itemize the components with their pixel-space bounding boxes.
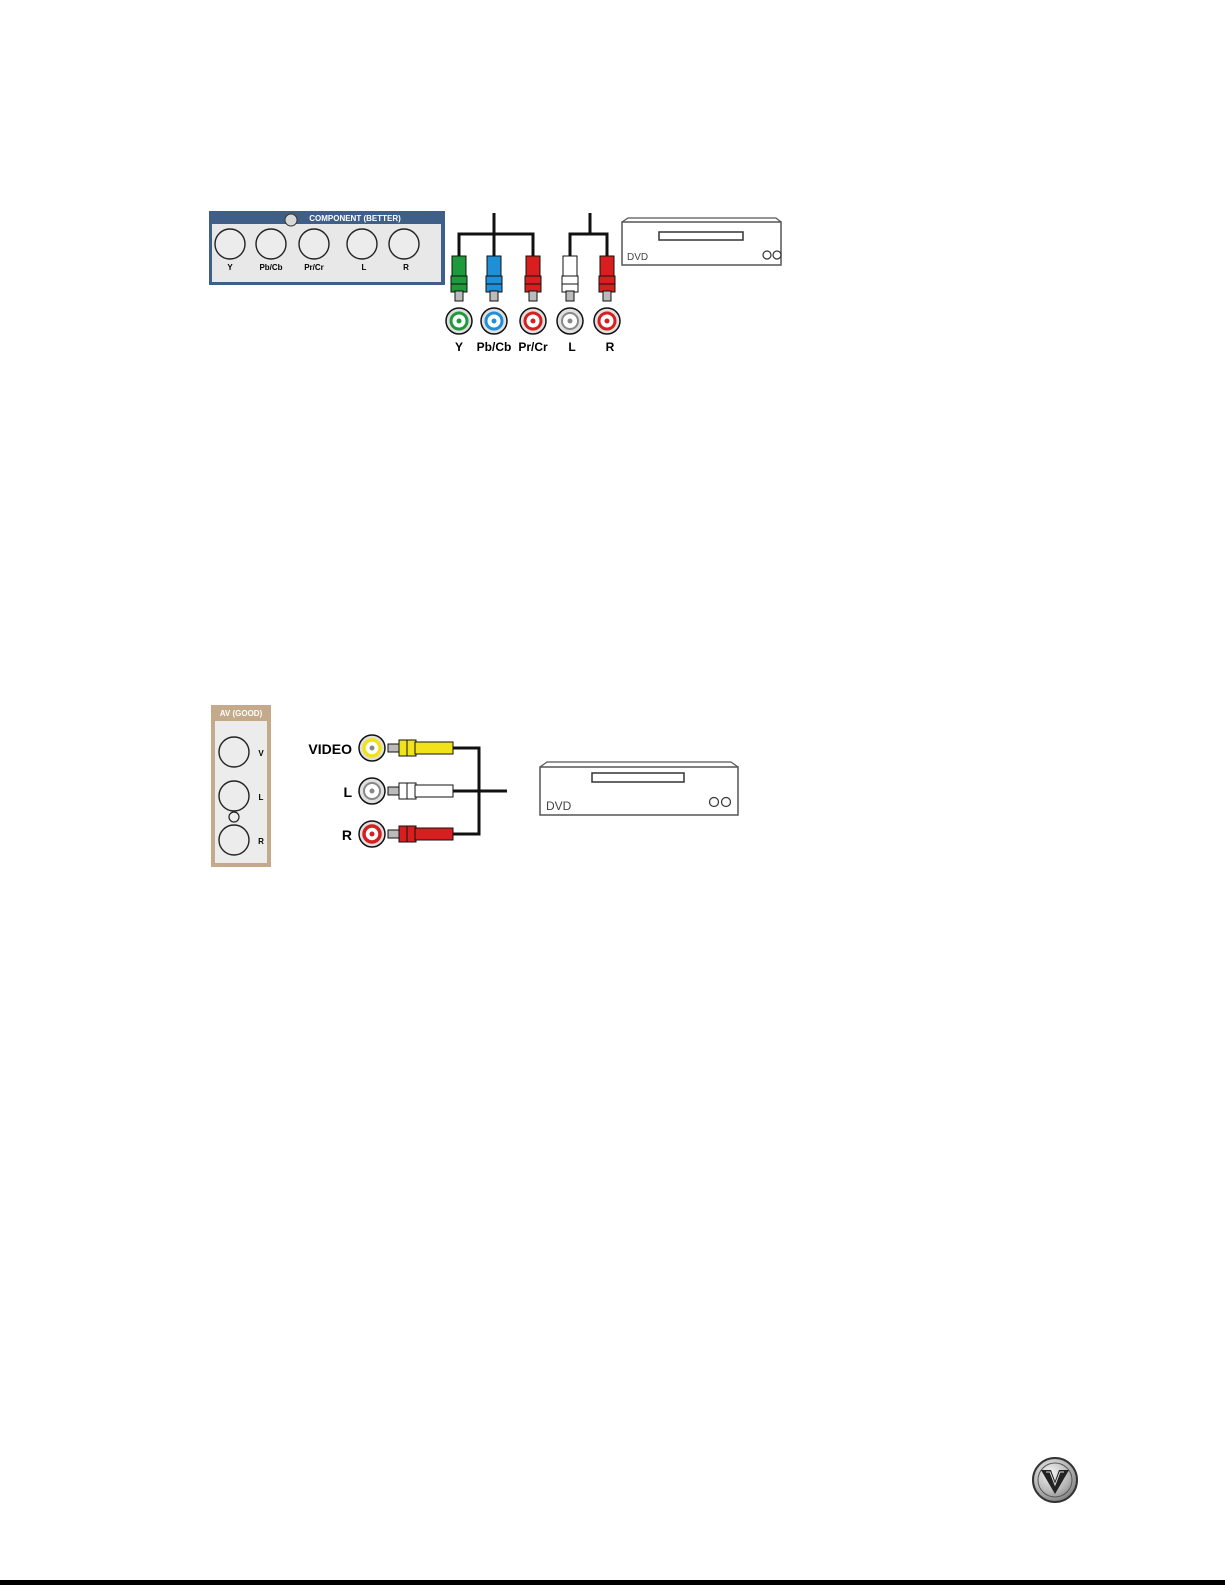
av-plug-white	[359, 778, 453, 804]
av-panel-title: AV (GOOD)	[220, 709, 263, 718]
av-port-label: L	[259, 793, 264, 802]
av-cable-label: L	[343, 784, 352, 800]
av-jack-l[interactable]	[219, 781, 249, 811]
av-input-panel: AV (GOOD) V L R	[211, 705, 271, 867]
av-port-label: V	[258, 749, 264, 758]
dvd-label: DVD	[546, 799, 572, 813]
bottom-rule	[0, 1580, 1225, 1585]
av-cable-bundle	[452, 748, 507, 834]
av-port-label: R	[258, 837, 264, 846]
av-plug-red	[359, 821, 453, 847]
av-plug-yellow	[359, 735, 453, 761]
av-cable-label: R	[342, 827, 352, 843]
dvd-player-icon: DVD	[540, 762, 738, 815]
av-jack-r[interactable]	[219, 825, 249, 855]
av-cable-label: VIDEO	[308, 741, 352, 757]
av-jack-v[interactable]	[219, 737, 249, 767]
av-connection-diagram: AV (GOOD) V L R	[0, 0, 1225, 900]
